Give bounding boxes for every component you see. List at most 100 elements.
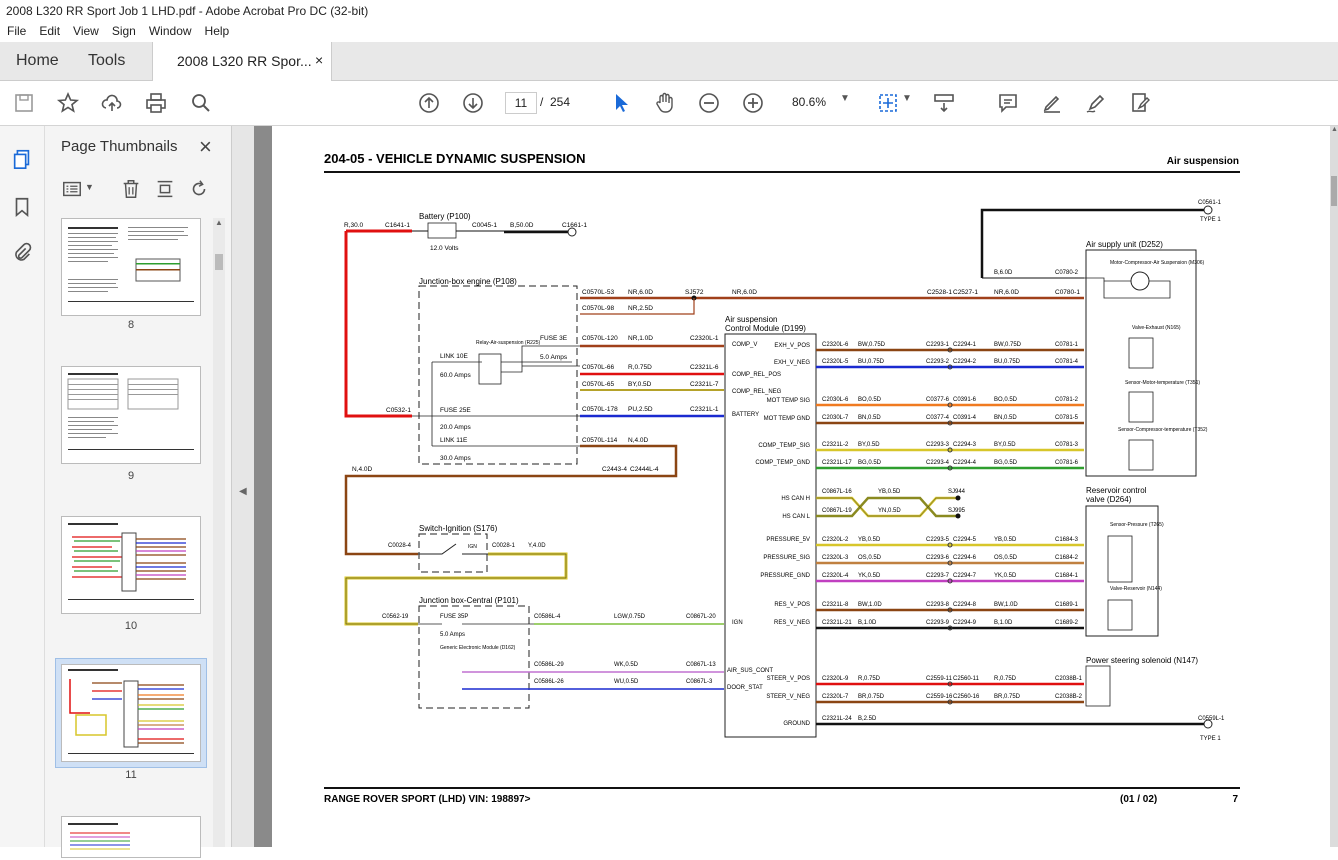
connector-dot (947, 681, 953, 687)
wire-label: BU,0.75D (994, 359, 1021, 365)
fit-dropdown-icon[interactable]: ▼ (902, 93, 912, 104)
connector-label: C2444L-4 (630, 466, 659, 473)
connector-label: C0867L-13 (686, 662, 716, 668)
wire-label: B,50.0D (510, 222, 534, 229)
battery-symbol (427, 222, 457, 239)
connector-label: C1684-2 (1055, 555, 1079, 561)
valve-symbol (1128, 337, 1154, 369)
connector-label: C2294-5 (953, 537, 977, 543)
tab-tools[interactable]: Tools (88, 52, 126, 69)
fuse-rating: 5.0 Amps (440, 632, 465, 638)
scroll-mode-icon[interactable] (932, 91, 956, 115)
connector-dot (947, 699, 953, 705)
thumbnail-page-12[interactable] (61, 816, 201, 858)
thumbnail-number: 9 (127, 470, 135, 482)
attachments-icon[interactable] (11, 242, 33, 264)
thumbnail-page-8[interactable] (61, 218, 201, 316)
pin-label: AIR_SUS_CONT (727, 668, 773, 674)
connector-label: C0586L-26 (534, 679, 564, 685)
zoom-in-icon[interactable] (741, 91, 765, 115)
thumbnail-preview (68, 523, 194, 600)
zoom-search-icon[interactable] (189, 91, 213, 115)
wire-label: YB,0.5D (878, 489, 901, 495)
zoom-level[interactable]: 80.6% (792, 95, 827, 109)
component-label: Sensor-Compressor-temperature (T352) (1118, 427, 1208, 433)
menu-help[interactable]: Help (204, 24, 230, 38)
connector-label: C0781-6 (1055, 460, 1079, 466)
connector-label: C2321L-6 (690, 364, 719, 371)
menu-file[interactable]: File (7, 24, 27, 38)
wire-label: LGW,0.75D (614, 614, 646, 620)
wire-label: YB,0.5D (858, 537, 881, 543)
hand-tool-icon[interactable] (653, 91, 677, 115)
connector-label: C2294-7 (953, 573, 977, 579)
connector-label: C2320L-2 (822, 537, 849, 543)
tab-document[interactable]: 2008 L320 RR Spor... × (152, 42, 332, 81)
document-scroll-thumb[interactable] (1331, 176, 1337, 206)
page-down-icon[interactable] (461, 91, 485, 115)
upload-icon[interactable] (100, 91, 124, 115)
edit-pdf-icon[interactable] (1128, 91, 1152, 115)
print-icon[interactable] (144, 91, 168, 115)
connector-label: C2030L-7 (822, 415, 849, 421)
comment-icon[interactable] (996, 91, 1020, 115)
wire-label: NR,6.0D (732, 289, 757, 296)
page-thumbnails-icon[interactable] (11, 148, 33, 170)
connector-label: C2320L-9 (822, 676, 849, 682)
connector-label: C0781-3 (1055, 442, 1079, 448)
page-number-input[interactable]: 11 (505, 92, 537, 114)
fuse-label: LINK 11E (440, 437, 468, 444)
page-total: 254 (550, 95, 571, 109)
connector-label: C2320L-6 (822, 342, 849, 348)
connector-label: C1684-3 (1055, 537, 1079, 543)
wire-label: PU,2.5D (628, 406, 653, 413)
menu-sign[interactable]: Sign (111, 24, 136, 38)
connector-label: C2321L-21 (822, 620, 852, 626)
module-label: Generic Electronic Module (D162) (440, 645, 516, 651)
options-dropdown-icon[interactable]: ▼ (85, 182, 94, 192)
document-scrollbar[interactable]: ▲ (1330, 126, 1338, 847)
connector-label: C2294-3 (953, 442, 977, 448)
pin-label: IGN (732, 620, 743, 626)
pin-label: EXH_V_NEG (774, 360, 810, 366)
panel-scroll-thumb[interactable] (215, 254, 223, 270)
zoom-dropdown-icon[interactable]: ▼ (840, 93, 850, 104)
connector-label: C0559L-1 (1198, 716, 1225, 722)
thumbnail-page-9[interactable] (61, 366, 201, 464)
fit-page-icon[interactable] (876, 91, 900, 115)
menu-edit[interactable]: Edit (39, 24, 61, 38)
sign-icon[interactable] (1084, 91, 1108, 115)
highlight-pen-icon[interactable] (1040, 91, 1064, 115)
save-icon[interactable] (12, 91, 36, 115)
menu-window[interactable]: Window (148, 24, 192, 38)
connector-dot (947, 625, 953, 631)
thumbnail-page-10[interactable] (61, 516, 201, 614)
window-title: 2008 L320 RR Sport Job 1 LHD.pdf - Adobe… (6, 4, 369, 18)
panel-close-icon[interactable]: × (199, 134, 212, 159)
bookmark-star-icon[interactable] (56, 91, 80, 115)
connector-dot (947, 347, 953, 353)
connector-dot (947, 578, 953, 584)
thumbnail-options-icon[interactable] (61, 178, 83, 200)
connector-label: C2320L-7 (822, 694, 849, 700)
scroll-up-arrow-icon[interactable]: ▲ (1331, 126, 1338, 133)
bookmarks-icon[interactable] (11, 196, 33, 218)
panel-scrollbar[interactable]: ▲ (213, 218, 225, 847)
rotate-page-icon[interactable] (188, 178, 210, 200)
internal-wire (1084, 277, 1171, 299)
select-cursor-icon[interactable] (609, 91, 633, 115)
tab-close-icon[interactable]: × (315, 52, 324, 68)
connector-label: C0570L-178 (582, 406, 618, 413)
insert-page-icon[interactable] (154, 178, 176, 200)
wire-label: BO,0.5D (994, 397, 1018, 403)
menu-view[interactable]: View (73, 24, 99, 38)
pin-label: COMP_REL_POS (732, 372, 781, 378)
delete-page-icon[interactable] (120, 178, 142, 200)
tab-home[interactable]: Home (16, 52, 59, 69)
page-up-icon[interactable] (417, 91, 441, 115)
wire-label: B,1.0D (994, 620, 1013, 626)
thumbnail-page-11[interactable] (61, 664, 201, 762)
collapse-panel-icon[interactable]: ◀ (239, 486, 247, 497)
zoom-out-icon[interactable] (697, 91, 721, 115)
scroll-up-arrow-icon[interactable]: ▲ (215, 218, 223, 227)
